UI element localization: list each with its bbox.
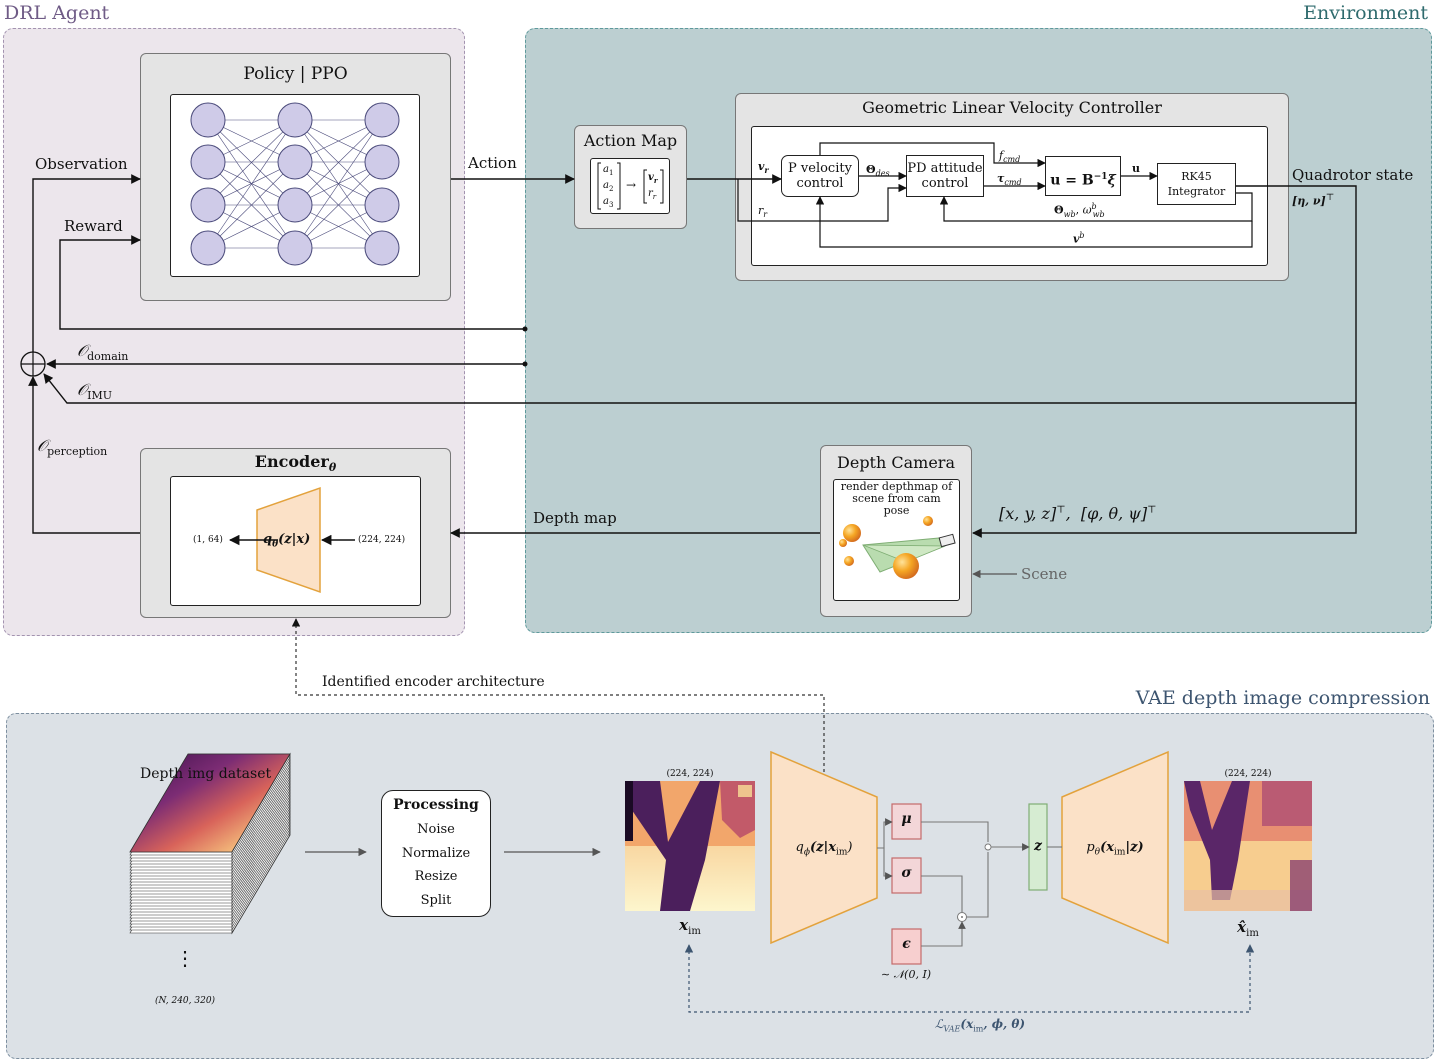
sigma-label: σ — [901, 865, 912, 881]
a3-label: a3 — [603, 196, 614, 209]
neurons — [190, 102, 400, 266]
dataset-ellipsis: ⋮ — [175, 946, 195, 970]
neuron — [364, 187, 400, 223]
processing-step: Noise — [417, 822, 455, 837]
neural-network — [207, 119, 383, 249]
neuron — [190, 187, 226, 223]
rk45-integrator-block: RK45 Integrator — [1157, 163, 1236, 205]
nn-connection — [294, 119, 383, 206]
p-velocity-control-block: P velocity control — [781, 155, 859, 197]
o-domain-label: 𝒪domain — [77, 341, 129, 364]
z-label: z — [1034, 838, 1042, 854]
action-map-title: Action Map — [583, 131, 678, 150]
environment-title: Environment — [1303, 2, 1428, 24]
processing-box — [381, 790, 491, 917]
encoder-title: Encoderθ — [254, 452, 337, 475]
nn-connection — [207, 161, 296, 249]
neuron — [277, 230, 313, 266]
nn-connection — [294, 119, 383, 249]
a1-label: a1 — [603, 164, 614, 177]
encoder-trapezoid — [256, 486, 321, 594]
vae-decoder-trapezoid — [1061, 750, 1169, 945]
action-map-panel — [590, 158, 670, 214]
scene-label: Scene — [1021, 565, 1068, 583]
reconstructed-depth-image — [1184, 781, 1312, 911]
controller-title: Geometric Linear Velocity Controller — [862, 98, 1162, 117]
quadrotor-state-label: Quadrotor state — [1292, 166, 1414, 184]
map-arrow: → — [626, 178, 637, 192]
neuron — [364, 102, 400, 138]
dataset-label: Depth img dataset — [140, 766, 272, 782]
neuron — [190, 102, 226, 138]
vae-encoder-trapezoid — [770, 750, 878, 945]
input-shape: (224, 224) — [666, 769, 714, 779]
vae-encoder-label: qϕ(z|xim) — [795, 840, 853, 858]
neuron — [364, 230, 400, 266]
rr-ctrl-label: rr — [758, 204, 768, 220]
depth-map-label: Depth map — [533, 509, 617, 527]
dataset-stack — [129, 752, 291, 935]
encoder-out-shape: (1, 64) — [193, 535, 223, 545]
a2-label: a2 — [603, 180, 614, 193]
loss-label: ℒVAE(xim, ϕ, θ) — [934, 1017, 1026, 1034]
state-vector-label: [η, ν]⊤ — [1292, 192, 1335, 208]
processing-step: Split — [420, 893, 452, 908]
vb-label: vb — [1073, 231, 1085, 246]
processing-step: Resize — [414, 869, 458, 884]
mu-label: μ — [901, 811, 912, 827]
rr-label: rr — [648, 188, 657, 201]
nn-connection — [207, 119, 296, 206]
neuron — [277, 102, 313, 138]
output-shape: (224, 224) — [1224, 769, 1272, 779]
processing-title: Processing — [393, 797, 479, 813]
mixer-block: u = B−1ξ — [1045, 156, 1121, 196]
vae-title: VAE depth image compression — [1135, 687, 1430, 709]
encoder-fn-label: qθ(z|x) — [263, 532, 311, 550]
x-hat-label: x̂im — [1237, 918, 1259, 939]
x-im-label: xim — [679, 916, 701, 937]
sigma-box — [891, 857, 922, 894]
vae-decoder-label: pθ(xim|z) — [1086, 840, 1144, 858]
epsilon-label: ϵ — [902, 936, 911, 952]
neuron — [277, 187, 313, 223]
drl-agent-title: DRL Agent — [4, 2, 110, 24]
encoder-in-shape: (224, 224) — [358, 535, 406, 545]
nn-connection — [207, 119, 296, 249]
depth-camera-title: Depth Camera — [837, 453, 955, 472]
tau-cmd-label: τcmd — [997, 172, 1022, 188]
camera-caption: render depthmap of scene from cam pose — [840, 480, 953, 517]
vr-ctrl-label: vr — [758, 160, 769, 176]
theta-des-label: Θdes — [866, 163, 890, 179]
vr-label: vr — [648, 172, 658, 185]
nn-connection — [294, 161, 383, 249]
observation-label: Observation — [35, 155, 128, 173]
processing-step: Normalize — [401, 846, 471, 861]
dataset-shape: (N, 240, 320) — [154, 996, 216, 1006]
theta-omega-label: Θwb, ωbwb — [1054, 202, 1105, 219]
u-label: u — [1132, 162, 1140, 175]
action-label: Action — [468, 154, 517, 172]
camera-icon — [938, 533, 956, 548]
reward-label: Reward — [64, 217, 123, 235]
neuron — [190, 144, 226, 180]
identified-encoder-label: Identified encoder architecture — [322, 674, 545, 690]
pd-attitude-control-block: PD attitude control — [906, 155, 984, 197]
noise-label: ∼ 𝒩(0, I) — [880, 968, 932, 981]
neuron — [190, 230, 226, 266]
o-perception-label: 𝒪perception — [37, 436, 108, 459]
f-cmd-label: fcmd — [999, 149, 1021, 165]
neuron — [364, 144, 400, 180]
o-imu-label: 𝒪IMU — [77, 380, 112, 403]
neuron — [277, 144, 313, 180]
policy-title: Policy | PPO — [243, 64, 348, 84]
input-depth-image — [625, 781, 755, 911]
pose-vector-label: [x, y, z]⊤, [φ, θ, ψ]⊤ — [999, 504, 1157, 523]
